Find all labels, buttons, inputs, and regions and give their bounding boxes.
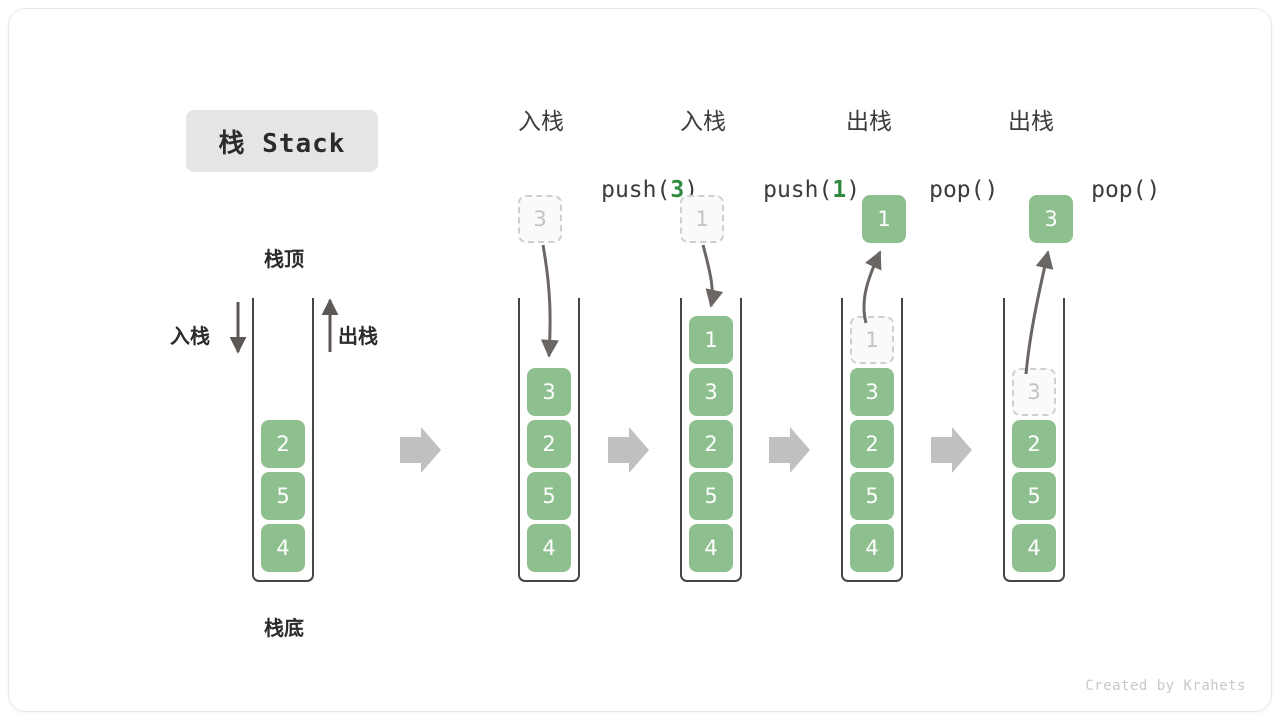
stack-cell-vacant: 3: [1012, 368, 1056, 416]
cell-value: 3: [542, 380, 556, 404]
cell-value: 3: [1027, 380, 1041, 404]
pending-push-value-1: 1: [680, 195, 724, 243]
stack-top-label: 栈顶: [264, 247, 304, 271]
column-header-push-1: 入栈 push(1): [680, 106, 870, 241]
cell-value: 5: [1027, 484, 1041, 508]
stack-cell: 3: [850, 368, 894, 416]
stack-cell: 4: [689, 524, 733, 572]
stack-slots: 1 3 2 5 4: [843, 316, 901, 576]
attribution-text: Created by Krahets: [1085, 678, 1246, 694]
pending-push-value-3: 3: [518, 195, 562, 243]
pop-direction-label: 出栈: [338, 324, 378, 348]
stack-container-initial: 2 5 4: [252, 298, 314, 582]
column-header-pop-1: 出栈 pop(): [846, 106, 1036, 241]
cell-value: 5: [865, 484, 879, 508]
cell-value: 2: [704, 432, 718, 456]
stack-cell: 4: [527, 524, 571, 572]
stack-cell: 1: [689, 316, 733, 364]
stack-slots: 3 2 5 4: [1005, 368, 1063, 576]
call-prefix: pop(: [929, 177, 985, 203]
cell-value: 1: [865, 328, 879, 352]
call-argument: 3: [670, 177, 685, 203]
call-prefix: push(: [763, 177, 833, 203]
stack-cell: 5: [261, 472, 305, 520]
cell-value: 2: [542, 432, 556, 456]
popped-value-1: 1: [862, 195, 906, 243]
cell-value: 3: [865, 380, 879, 404]
cell-value: 4: [276, 536, 290, 560]
call-suffix: ): [846, 177, 861, 203]
popped-value-3: 3: [1029, 195, 1073, 243]
cell-value: 3: [704, 380, 718, 404]
push-direction-label: 入栈: [170, 324, 210, 348]
cell-value: 3: [533, 207, 547, 231]
header-operation-call: push(1): [680, 139, 870, 241]
page-title: 栈 Stack: [186, 110, 378, 172]
cell-value: 5: [704, 484, 718, 508]
stack-cell: 4: [850, 524, 894, 572]
cell-value: 1: [877, 207, 891, 231]
stack-cell: 2: [689, 420, 733, 468]
cell-value: 4: [542, 536, 556, 560]
cell-value: 1: [704, 328, 718, 352]
header-operation-call: pop(): [1008, 139, 1198, 241]
call-prefix: pop(: [1091, 177, 1147, 203]
stack-cell: 5: [689, 472, 733, 520]
header-operation-call: pop(): [846, 139, 1036, 241]
call-suffix: ): [984, 177, 999, 203]
stack-cell: 2: [1012, 420, 1056, 468]
column-header-pop-2: 出栈 pop(): [1008, 106, 1198, 241]
stack-slots: 1 3 2 5 4: [682, 316, 740, 576]
call-prefix: push(: [601, 177, 671, 203]
cell-value: 2: [1027, 432, 1041, 456]
stack-cell: 2: [850, 420, 894, 468]
cell-value: 5: [542, 484, 556, 508]
call-argument: 1: [832, 177, 847, 203]
stack-container-before-pop-1: 1 3 2 5 4: [841, 298, 903, 582]
stack-cell: 5: [850, 472, 894, 520]
stack-bottom-label: 栈底: [264, 616, 304, 640]
cell-value: 4: [1027, 536, 1041, 560]
stack-cell: 3: [689, 368, 733, 416]
stack-cell: 4: [261, 524, 305, 572]
cell-value: 3: [1044, 207, 1058, 231]
cell-value: 4: [704, 536, 718, 560]
stack-cell: 3: [527, 368, 571, 416]
stack-cell: 5: [1012, 472, 1056, 520]
cell-value: 5: [276, 484, 290, 508]
stack-cell: 2: [261, 420, 305, 468]
cell-value: 2: [865, 432, 879, 456]
stack-slots: 2 5 4: [254, 420, 312, 576]
header-operation-name: 出栈: [846, 109, 892, 135]
call-suffix: ): [1146, 177, 1161, 203]
header-operation-name: 入栈: [680, 109, 726, 135]
stack-slots: 3 2 5 4: [520, 368, 578, 576]
stack-cell: 5: [527, 472, 571, 520]
header-operation-name: 出栈: [1008, 109, 1054, 135]
cell-value: 1: [695, 207, 709, 231]
stack-container-before-pop-2: 3 2 5 4: [1003, 298, 1065, 582]
cell-value: 2: [276, 432, 290, 456]
stack-container-after-push-1: 1 3 2 5 4: [680, 298, 742, 582]
stack-cell: 2: [527, 420, 571, 468]
cell-value: 4: [865, 536, 879, 560]
stack-container-after-push-3: 3 2 5 4: [518, 298, 580, 582]
header-operation-name: 入栈: [518, 109, 564, 135]
stack-cell: 4: [1012, 524, 1056, 572]
stack-cell-vacant: 1: [850, 316, 894, 364]
